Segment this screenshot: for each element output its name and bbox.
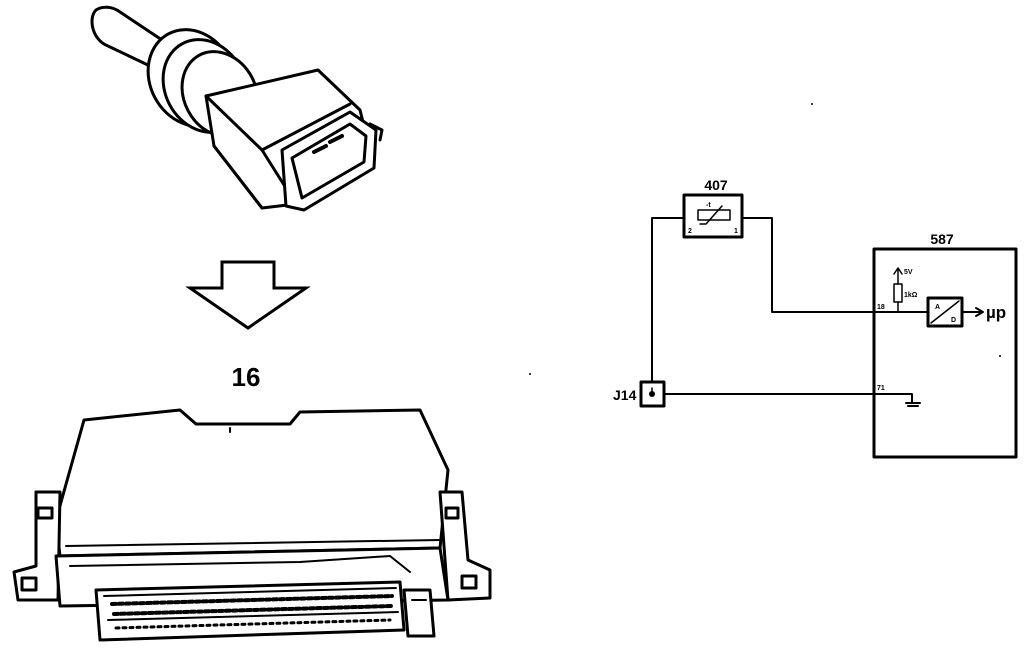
scan-specks <box>529 103 1001 375</box>
wire-connector-to-ecu-ground <box>663 393 913 403</box>
ecu-pin-71: 71 <box>877 385 885 392</box>
wire-sensor-to-ecu-signal <box>741 217 929 313</box>
wiring-schematic: 407 -t 2 1 J14 587 18 71 5V 1kΩ A D µp <box>613 177 1018 459</box>
wire-sensor-to-connector <box>651 217 685 383</box>
connector-j14-box <box>639 380 666 408</box>
output-arrow <box>961 307 984 317</box>
supply-arrow <box>893 267 903 285</box>
sensor-pin-1: 1 <box>734 228 738 235</box>
sensor-pin-2: 2 <box>688 228 692 235</box>
connector-ref-label: J14 <box>613 387 637 403</box>
adc-output-label: D <box>951 317 956 324</box>
ground-symbol <box>905 402 921 407</box>
down-arrow <box>185 260 311 330</box>
ecu-ref-label: 587 <box>930 231 954 247</box>
adc-input-label: A <box>935 304 940 311</box>
ecu-587-box <box>872 247 1018 459</box>
sensor-407-box <box>682 193 744 239</box>
sensor-ref-label: 407 <box>704 177 728 193</box>
ecu-number-label: 16 <box>232 362 261 392</box>
coolant-temperature-sensor-illustration <box>90 5 384 212</box>
ecu-pin-18: 18 <box>877 304 885 311</box>
engine-ecu-illustration <box>12 408 492 642</box>
supply-voltage-label: 5V <box>904 269 913 276</box>
thermistor-symbol <box>697 209 731 221</box>
pullup-resistor-label: 1kΩ <box>904 292 918 299</box>
microprocessor-label: µp <box>986 303 1006 322</box>
thermistor-mark: -t <box>706 202 711 209</box>
pullup-resistor <box>893 283 903 303</box>
